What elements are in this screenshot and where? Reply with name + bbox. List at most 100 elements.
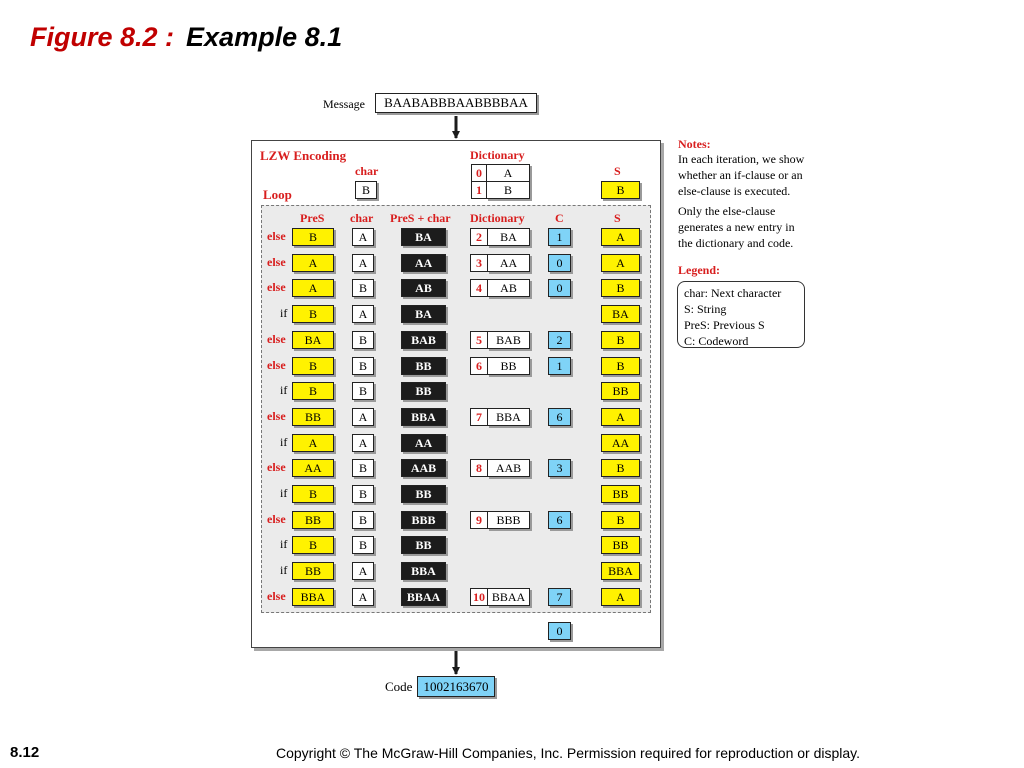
init-dict-entry-box: B [486,181,530,199]
s-box: A [601,408,640,426]
pres-box: B [292,382,334,400]
dict-entry-box: BA [487,228,530,246]
clause-label: else [267,460,286,474]
combined-box: BA [401,228,446,246]
char-box: A [352,408,374,426]
notes-line: the dictionary and code. [678,236,794,250]
pres-box: B [292,305,334,323]
s-box: BB [601,536,640,554]
copyright-notice: Copyright © The McGraw-Hill Companies, I… [276,745,861,761]
pres-box: A [292,434,334,452]
s-box: BBA [601,562,640,580]
pres-box: B [292,357,334,375]
col-header-char: char [350,211,374,225]
dict-entry-box: BB [487,357,530,375]
s-box: B [601,279,640,297]
combined-box: BB [401,536,446,554]
loop-label: Loop [263,187,292,202]
init-char-box: B [355,181,377,199]
clause-label: else [267,409,286,423]
clause-label: else [267,255,286,269]
code-box: 1 [548,228,571,246]
dict-entry-box: BBAA [487,588,530,606]
s-box: BB [601,382,640,400]
s-box: BA [601,305,640,323]
init-dict-index-box: 0 [471,164,487,182]
dict-index-box: 4 [470,279,488,297]
legend-item: char: Next character [684,286,782,300]
pres-box: BBA [292,588,334,606]
clause-label: else [267,358,286,372]
legend-item: PreS: Previous S [684,318,765,332]
code-box: 0 [548,279,571,297]
dict-index-box: 8 [470,459,488,477]
init-s-header: S [614,164,621,178]
clause-label: if [280,383,288,397]
combined-box: BAB [401,331,446,349]
init-dictionary-header: Dictionary [470,148,525,162]
pres-box: B [292,485,334,503]
dict-index-box: 2 [470,228,488,246]
pres-box: B [292,228,334,246]
char-box: A [352,254,374,272]
title-example-label: Example 8.1 [186,22,343,52]
code-label: Code [385,679,413,694]
title-figure-label: Figure 8.2 : [30,22,175,52]
clause-label: if [280,435,288,449]
s-box: A [601,588,640,606]
char-box: B [352,485,374,503]
code-box: 2 [548,331,571,349]
slide-number: 8.12 [10,744,40,761]
combined-box: BB [401,382,446,400]
s-box: A [601,254,640,272]
slide-title: Figure 8.2 : Example 8.1 [30,22,342,53]
s-box: B [601,459,640,477]
init-dict-entry-box: A [486,164,530,182]
code-box: 0 [548,254,571,272]
combined-box: BBB [401,511,446,529]
s-box: B [601,357,640,375]
clause-label: if [280,537,288,551]
pres-box: A [292,254,334,272]
init-s-box: B [601,181,640,199]
s-box: B [601,511,640,529]
dict-index-box: 10 [470,588,488,606]
char-box: B [352,331,374,349]
s-box: BB [601,485,640,503]
dict-index-box: 6 [470,357,488,375]
char-box: B [352,511,374,529]
char-box: A [352,562,374,580]
char-box: B [352,357,374,375]
col-header-pres: PreS [300,211,325,225]
char-box: B [352,279,374,297]
pres-box: BB [292,408,334,426]
code-box: 6 [548,511,571,529]
pres-box: BB [292,511,334,529]
init-char-header: char [355,164,379,178]
col-header-codeword: C [555,211,564,225]
code-value-box: 1002163670 [417,676,495,697]
clause-label: if [280,563,288,577]
char-box: A [352,228,374,246]
notes-line: In each iteration, we show [678,152,805,166]
notes-line: Only the else-clause [678,204,776,218]
legend-item: S: String [684,302,727,316]
dict-entry-box: AA [487,254,530,272]
combined-box: BB [401,485,446,503]
combined-box: AA [401,254,446,272]
dict-entry-box: AB [487,279,530,297]
dict-index-box: 9 [470,511,488,529]
s-box: AA [601,434,640,452]
combined-box: BBA [401,408,446,426]
notes-line: whether an if-clause or an [678,168,803,182]
final-code-box: 0 [548,622,571,640]
dict-entry-box: BBA [487,408,530,426]
pres-box: BA [292,331,334,349]
code-box: 1 [548,357,571,375]
combined-box: BBAA [401,588,446,606]
clause-label: else [267,589,286,603]
clause-label: else [267,280,286,294]
col-header-string: S [614,211,621,225]
combined-box: AAB [401,459,446,477]
char-box: A [352,305,374,323]
